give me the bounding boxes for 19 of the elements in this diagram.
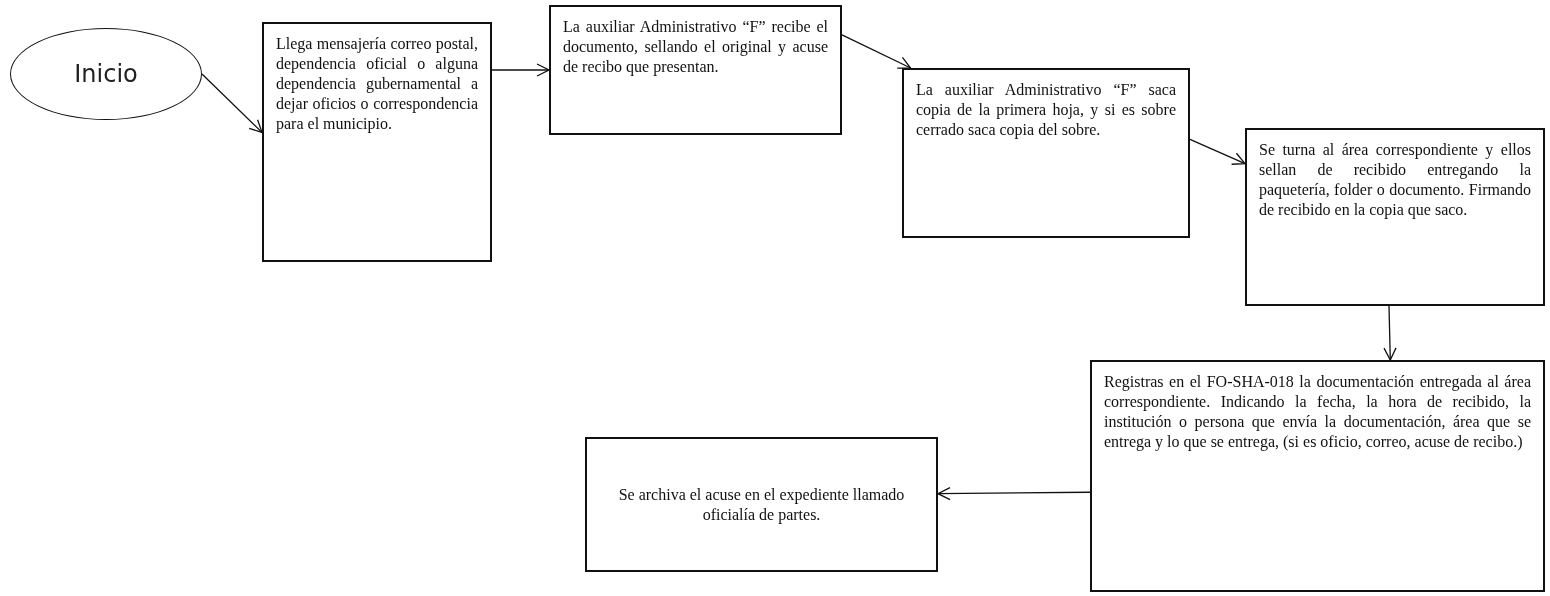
arrow bbox=[937, 486, 1091, 501]
process-box bbox=[1245, 128, 1545, 306]
step-text: Se turna al área correspondiente y ellos sellan de recibido entregando la paquetería, folder o documento. Firmando de recibido en la copia que saco. bbox=[1259, 140, 1531, 220]
step-text: La auxiliar Administrativo “F” recibe el documento, sellando el original y acuse de recibo que presentan. bbox=[563, 17, 828, 77]
start-label: Inicio bbox=[74, 60, 138, 88]
arrow bbox=[201, 73, 263, 134]
step-text: Registras en el FO-SHA-018 la documentación entregada al área correspondiente. Indicando la fecha, la hora de recibido, la institución o persona que envía la documentación, área que se entrega y lo que se entrega, (si es oficio, correo, acuse de recibo.) bbox=[1104, 372, 1531, 452]
process-box bbox=[1090, 360, 1545, 592]
arrow bbox=[491, 63, 550, 77]
process-box bbox=[585, 437, 938, 572]
step-text: La auxiliar Administrativo “F” saca copia de la primera hoja, y si es sobre cerrado saca copia del sobre. bbox=[916, 80, 1176, 140]
step-text: Se archiva el acuse en el expediente llamado oficialía de partes. bbox=[617, 484, 906, 525]
step-text: Llega mensajería correo postal, dependencia oficial o alguna dependencia gubernamental a dejar oficios o correspondencia para el municipio. bbox=[276, 34, 478, 134]
process-box bbox=[902, 68, 1190, 238]
arrow bbox=[841, 34, 912, 69]
arrow bbox=[1383, 305, 1397, 361]
process-box bbox=[549, 5, 842, 135]
arrow bbox=[1189, 138, 1246, 165]
process-box bbox=[262, 22, 492, 262]
